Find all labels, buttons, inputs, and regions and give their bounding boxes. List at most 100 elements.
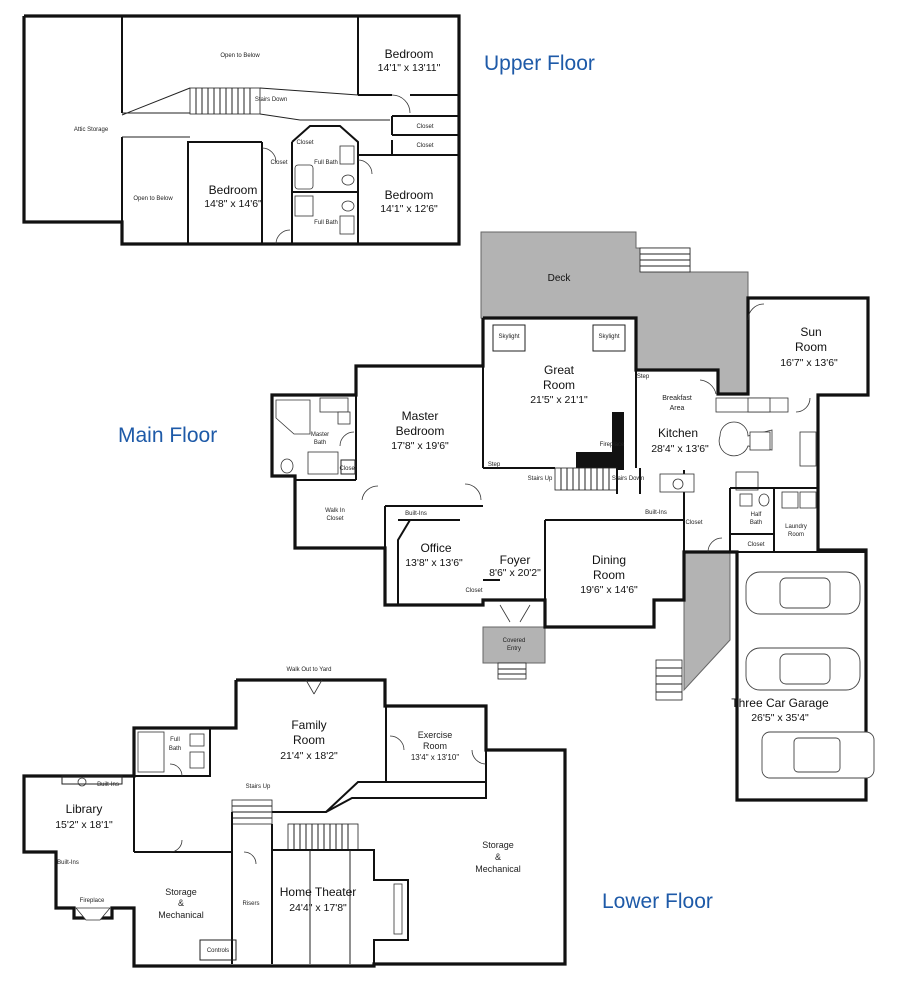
upper-closet-4: Closet (416, 143, 433, 149)
covered-entry-label-2: Entry (507, 646, 521, 652)
walk-in-label-2: Closet (326, 516, 343, 522)
upper-closet-3: Closet (416, 124, 433, 130)
library-name: Library (66, 802, 103, 816)
kitchen-dims: 28'4" x 13'6" (651, 443, 709, 455)
car-icon-2 (745, 647, 861, 691)
dining-room-dims: 19'6" x 14'6" (580, 584, 638, 596)
skylight-label-1: Skylight (498, 334, 519, 340)
master-bath-label-2: Bath (314, 440, 326, 446)
main-stairs-down-label: Stairs Down (612, 476, 644, 482)
skylight-label-2: Skylight (598, 334, 619, 340)
covered-entry-label-1: Covered (503, 638, 526, 644)
home-theater-name: Home Theater (280, 885, 356, 899)
office-built-ins-label: Built-Ins (405, 511, 427, 517)
upper-bedroom-w-name: Bedroom (209, 183, 258, 197)
storage-right-name-1: Storage (482, 840, 514, 850)
office-name: Office (420, 541, 451, 555)
dining-built-ins-label: Built-Ins (645, 510, 667, 516)
office-dims: 13'8" x 13'6" (405, 557, 463, 569)
dining-room-name-1: Dining (592, 553, 626, 567)
laundry-label-1: Laundry (785, 524, 807, 530)
breakfast-label-1: Breakfast (662, 395, 692, 402)
storage-left-name-1: Storage (165, 887, 197, 897)
laundry-label-2: Room (788, 532, 804, 538)
main-floor-label: Main Floor (118, 424, 217, 447)
storage-right-name-3: Mechanical (475, 864, 521, 874)
family-room-name-1: Family (291, 718, 326, 732)
great-room-name-1: Great (544, 363, 575, 377)
covered-entry-area (482, 626, 546, 664)
half-bath-label-2: Bath (750, 520, 762, 526)
upper-full-bath-2: Full Bath (314, 220, 338, 226)
step-label-1: Step (637, 374, 650, 380)
lower-stairs-up-label: Stairs Up (246, 784, 271, 790)
upper-stairs-icon (189, 87, 261, 115)
upper-closet-1: Closet (296, 140, 313, 146)
foyer-dims: 8'6" x 20'2" (489, 567, 541, 579)
upper-bedroom-ne-dims: 14'1" x 13'11" (378, 62, 441, 74)
laundry-closet-label: Closet (747, 542, 764, 548)
lower-fireplace-label: Fireplace (80, 898, 105, 904)
lower-full-bath-label-1: Full (170, 737, 180, 743)
upper-closet-2: Closet (270, 160, 287, 166)
storage-left-name-3: Mechanical (158, 910, 204, 920)
master-closet-label: Closet (339, 466, 356, 472)
exercise-room-name-1: Exercise (418, 730, 453, 740)
upper-stairs-down: Stairs Down (255, 97, 287, 103)
master-bedroom-name-1: Master (402, 409, 439, 423)
upper-attic-storage: Attic Storage (74, 127, 109, 133)
master-bath-label-1: Master (311, 432, 329, 438)
sun-room-name-1: Sun (800, 325, 821, 339)
walk-out-label: Walk Out to Yard (287, 667, 332, 673)
upper-bedroom-w-dims: 14'8" x 14'6" (204, 198, 262, 210)
garage-name: Three Car Garage (731, 696, 829, 710)
walk-in-label-1: Walk In (325, 508, 345, 514)
upper-open-below-top: Open to Below (220, 53, 260, 59)
fireplace-label: Fireplace (600, 442, 625, 448)
lower-floor-label: Lower Floor (602, 890, 713, 913)
car-icon-3 (761, 731, 875, 779)
lower-stairs-icon (231, 799, 359, 851)
breakfast-label-2: Area (670, 405, 685, 412)
great-room-name-2: Room (543, 378, 575, 392)
half-bath-label-1: Half (751, 512, 762, 518)
controls-label: Controls (207, 948, 229, 954)
main-floor-plan (270, 231, 875, 802)
lower-floor-plan (22, 678, 567, 968)
car-icon-1 (745, 571, 861, 615)
sun-room-name-2: Room (795, 340, 827, 354)
foyer-name: Foyer (500, 553, 531, 567)
home-theater-dims: 24'4" x 17'8" (289, 902, 347, 914)
upper-floor-label: Upper Floor (484, 52, 595, 75)
deck-label: Deck (548, 273, 572, 284)
main-stairs-up-label: Stairs Up (528, 476, 553, 482)
upper-full-bath-1: Full Bath (314, 160, 338, 166)
storage-left-name-2: & (178, 898, 184, 908)
kitchen-closet-label: Closet (685, 520, 702, 526)
upper-bedroom-ne-name: Bedroom (385, 47, 434, 61)
lower-full-bath-label-2: Bath (169, 746, 181, 752)
garage-dims: 26'5" x 35'4" (751, 712, 809, 724)
dining-room-name-2: Room (593, 568, 625, 582)
library-dims: 15'2" x 18'1" (55, 819, 113, 831)
master-bedroom-name-2: Bedroom (396, 424, 445, 438)
upper-bedroom-se-name: Bedroom (385, 188, 434, 202)
sun-room-dims: 16'7" x 13'6" (780, 357, 838, 369)
lower-built-ins-top: Built-Ins (97, 782, 119, 788)
kitchen-name: Kitchen (658, 426, 698, 440)
master-bedroom-dims: 17'8" x 19'6" (391, 440, 449, 452)
storage-right-name-2: & (495, 852, 501, 862)
risers-label: Risers (242, 901, 259, 907)
step-label-2: Step (488, 462, 501, 468)
upper-floor-plan (22, 14, 461, 246)
family-room-name-2: Room (293, 733, 325, 747)
upper-open-below-left: Open to Below (133, 196, 173, 202)
family-room-dims: 21'4" x 18'2" (280, 750, 338, 762)
exercise-room-name-2: Room (423, 741, 447, 751)
upper-bedroom-se-dims: 14'1" x 12'6" (380, 203, 438, 215)
exercise-room-dims: 13'4" x 13'10" (411, 753, 459, 762)
foyer-closet-label: Closet (465, 588, 482, 594)
lower-built-ins-side: Built-Ins (57, 860, 79, 866)
main-stairs-icon (554, 467, 618, 491)
